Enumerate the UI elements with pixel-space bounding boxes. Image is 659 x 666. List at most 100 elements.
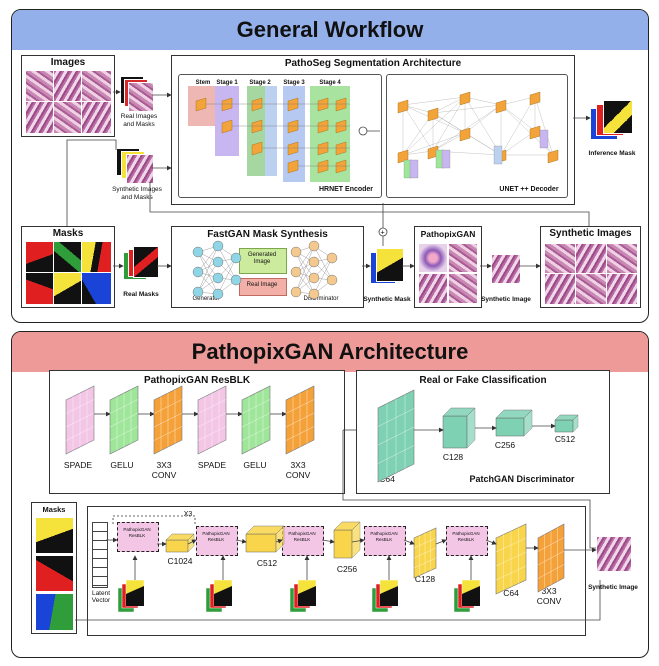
unet-edge bbox=[500, 96, 536, 106]
disc-c64-grid bbox=[377, 426, 415, 446]
c512-label: C512 bbox=[554, 434, 576, 444]
hrnet-feature bbox=[287, 97, 299, 112]
gen-cubes bbox=[112, 515, 597, 595]
gen-mask-dark bbox=[298, 586, 316, 606]
real-image-box bbox=[239, 278, 287, 296]
gen-c64-label: C64 bbox=[503, 588, 519, 598]
gen-c128-label: C128 bbox=[414, 574, 436, 584]
resblk-label-gelu-1: GELU bbox=[110, 460, 134, 470]
unet-edge bbox=[402, 104, 434, 152]
resblk-label-conv-1: 3X3 CONV bbox=[151, 460, 177, 480]
gen-c512-label: C512 bbox=[256, 558, 278, 568]
arrow bbox=[187, 539, 197, 545]
general-workflow-title: General Workflow bbox=[12, 10, 648, 50]
synthetic-tile bbox=[575, 243, 607, 274]
resblk-label-spade-2: SPADE bbox=[197, 460, 227, 470]
disc-c256 bbox=[495, 417, 525, 437]
arch-mask-tile bbox=[35, 593, 74, 631]
real-image-label: Real Image bbox=[246, 282, 278, 288]
arrow bbox=[342, 430, 596, 549]
unet-node bbox=[459, 127, 471, 142]
arch-masks-title: Masks bbox=[42, 505, 66, 514]
generator-edge bbox=[217, 257, 237, 295]
discriminator-edge bbox=[295, 261, 315, 293]
concat-node bbox=[358, 126, 368, 136]
hrnet-feature bbox=[251, 141, 263, 156]
generator-node bbox=[192, 246, 204, 258]
discriminator-node bbox=[326, 274, 338, 286]
resblk-slab-grid bbox=[109, 412, 139, 428]
hrnet-feature bbox=[195, 97, 207, 112]
unet-node bbox=[459, 91, 471, 106]
unet-edge bbox=[534, 96, 554, 156]
discriminator-edge bbox=[313, 257, 333, 295]
unet-edge bbox=[432, 104, 502, 152]
arrow bbox=[485, 539, 497, 545]
hrnet-encoder-label: HRNET Encoder bbox=[318, 186, 374, 193]
generator-node bbox=[212, 272, 224, 284]
resblk-label-spade-1: SPADE bbox=[63, 460, 93, 470]
gen-mask-dark bbox=[462, 586, 480, 606]
generator-node bbox=[212, 240, 224, 252]
resblk-slab-grid bbox=[241, 412, 271, 428]
gen-masks bbox=[117, 555, 481, 613]
pathoseg-title: PathoSeg Segmentation Architecture bbox=[284, 58, 462, 69]
c128-label: C128 bbox=[442, 452, 464, 462]
gen-mask-dark bbox=[214, 586, 232, 606]
hrnet-feature bbox=[251, 119, 263, 134]
gen-c256 bbox=[333, 529, 353, 559]
discriminator-node bbox=[308, 272, 320, 284]
resblk-slab-grid bbox=[197, 426, 227, 441]
real-images-and-masks-label: Real Images and Masks bbox=[120, 113, 158, 128]
discriminator-edge bbox=[295, 251, 315, 279]
resblk-slab-grid bbox=[285, 426, 315, 441]
architecture-title: PathopixGAN Architecture bbox=[12, 332, 648, 372]
generator-node bbox=[230, 252, 242, 264]
gen-mask-dark bbox=[380, 586, 398, 606]
arch-masks-box: Masks bbox=[31, 502, 77, 634]
stage3-label: Stage 3 bbox=[283, 80, 305, 86]
discriminator-node bbox=[308, 288, 320, 300]
images-box: Images bbox=[21, 55, 115, 137]
arrow bbox=[235, 538, 247, 544]
gen-conv-grid bbox=[537, 550, 565, 566]
discriminator-edge bbox=[313, 245, 333, 281]
latent-vector bbox=[92, 522, 108, 588]
unet-decoder-label: UNET ++ Decoder bbox=[499, 186, 559, 193]
stage2-label: Stage 2 bbox=[249, 80, 271, 86]
unet-feature bbox=[539, 129, 549, 149]
arrow bbox=[403, 539, 415, 545]
discriminator-node bbox=[308, 240, 320, 252]
patchgan-label: PatchGAN Discriminator bbox=[469, 474, 575, 484]
generator-node bbox=[212, 256, 224, 268]
hrnet-feature bbox=[317, 97, 329, 112]
discriminator-node bbox=[290, 286, 302, 298]
image-tile bbox=[81, 70, 112, 102]
resblk-slab-grid bbox=[153, 412, 183, 428]
images-title: Images bbox=[50, 57, 86, 68]
resblk-slab-grid bbox=[109, 426, 139, 441]
resblk-slab-grid bbox=[285, 412, 315, 428]
arrow bbox=[66, 139, 117, 226]
unet-edge bbox=[500, 130, 536, 156]
arrow bbox=[149, 182, 590, 226]
resblk-stack bbox=[65, 385, 315, 455]
arrow bbox=[351, 538, 365, 544]
gen-resblk-5-label: PathopixGAN ResBLK bbox=[452, 531, 480, 542]
classification-title: Real or Fake Classification bbox=[419, 375, 547, 386]
image-tile bbox=[25, 101, 54, 134]
resblk-label-gelu-2: GELU bbox=[243, 460, 267, 470]
disc-c512 bbox=[554, 419, 574, 433]
resblk-title: PathopixGAN ResBLK bbox=[143, 375, 251, 386]
disc-c64-grid bbox=[377, 445, 415, 464]
gen-c128-grid bbox=[413, 547, 437, 559]
stage2-column-b bbox=[265, 86, 277, 176]
generated-image-box bbox=[239, 248, 287, 274]
inference-mask-top bbox=[603, 100, 633, 134]
hrnet-feature bbox=[317, 119, 329, 134]
synthetic-images-title: Synthetic Images bbox=[549, 228, 632, 239]
real-images-stack-top bbox=[128, 82, 154, 112]
arch-mask-tile bbox=[35, 517, 74, 554]
disc-c128-side bbox=[466, 407, 476, 449]
x3-loop bbox=[112, 515, 196, 524]
